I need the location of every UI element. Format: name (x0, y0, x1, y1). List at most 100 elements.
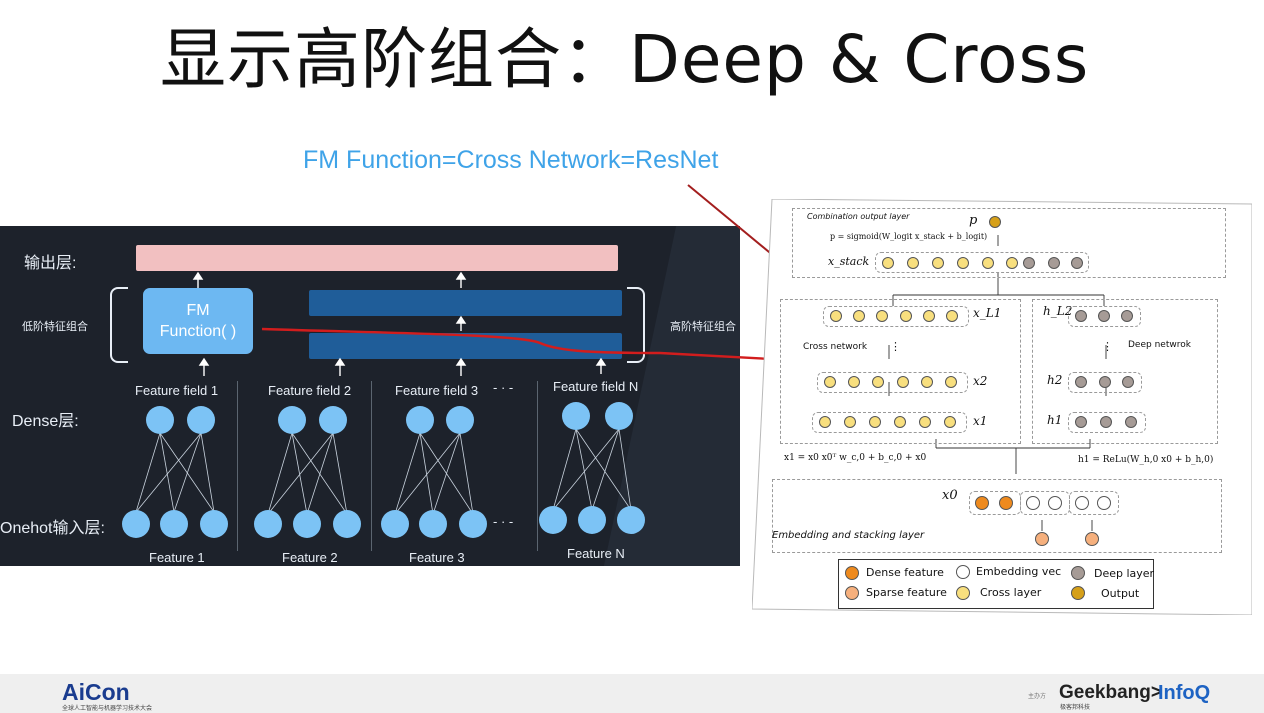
deep-layer-node (1099, 376, 1111, 388)
cross-layer-node (982, 257, 994, 269)
fm-function-box: FM Function( ) (143, 288, 253, 354)
cross-dots: ⋮ (890, 340, 901, 353)
cross-layer-node (819, 416, 831, 428)
left-diagram-panel: 输出层: 低阶特征组合 FM Function( ) 高阶特征组合 Dense层… (0, 226, 740, 566)
x-L1-label: x_L1 (973, 306, 1002, 320)
cross-layer-2 (817, 372, 968, 393)
infoq-logo: InfoQ (1158, 682, 1211, 704)
cross-layer-node (869, 416, 881, 428)
cross-layer-node (945, 376, 957, 388)
h1-formula: h1 = ReLu(W_h,0 x0 + b_h,0) (1078, 455, 1214, 465)
embedding-vec-node (1048, 496, 1062, 510)
cross-layer-node (907, 257, 919, 269)
host-label: 主办方 (1028, 693, 1047, 700)
feature-field-label: Feature field 1 (135, 383, 219, 398)
deep-layer-node (1071, 257, 1083, 269)
legend-label: Cross layer (980, 586, 1042, 599)
cross-layer-node (919, 416, 931, 428)
cross-layer-node (946, 310, 958, 322)
cross-layer-node (894, 416, 906, 428)
cross-layer-node (844, 416, 856, 428)
embedding-stacking-layer (772, 479, 1222, 553)
embedding-vec-node (1026, 496, 1040, 510)
h2-label: h2 (1047, 373, 1063, 387)
feature-field-label: Feature field 3 (395, 383, 479, 398)
feature-field-label: Feature field 2 (268, 383, 352, 398)
deep-layer-node (1125, 416, 1137, 428)
legend-output-icon (1071, 586, 1085, 600)
cross-layer-node (824, 376, 836, 388)
fm-box-line2: Function( ) (159, 323, 237, 340)
legend-dense-icon (845, 566, 859, 580)
x0-label: x0 (942, 488, 958, 503)
fm-box-line1: FM (186, 302, 210, 319)
cross-network-box (780, 299, 1021, 444)
sparse-feature-node (1085, 532, 1099, 546)
deep-cross-diagram: Combination output layer p p = sigmoid(W… (752, 199, 1252, 615)
x1-label: x1 (973, 414, 988, 428)
ellipsis-label: - · - (493, 380, 514, 395)
h-L2-label: h_L2 (1043, 304, 1073, 318)
cross-layer-node (876, 310, 888, 322)
onehot-node (419, 510, 447, 538)
feature-field-label: Feature field N (553, 379, 639, 394)
x1-formula: x1 = x0 x0ᵀ w_c,0 + b_c,0 + x0 (784, 453, 927, 463)
cross-layer-node (1006, 257, 1018, 269)
dense-node (446, 406, 474, 434)
geekbang-logo: Geekbang> (1059, 682, 1162, 703)
field-divider (371, 381, 372, 551)
field-divider (237, 381, 238, 551)
dense-node (605, 402, 633, 430)
feature-label: Feature 3 (409, 550, 465, 565)
dense-node (562, 402, 590, 430)
dense-node (187, 406, 215, 434)
sparse-feature-node (1035, 532, 1049, 546)
legend-sparse-icon (845, 586, 859, 600)
h1-label: h1 (1047, 413, 1063, 427)
feature-label: Feature 2 (282, 550, 338, 565)
combination-output-layer (792, 208, 1226, 278)
onehot-layer-label: Onehot输入层: (0, 520, 105, 537)
diagram-frame (752, 199, 1252, 615)
x2-label: x2 (973, 374, 988, 388)
footer-bar (0, 674, 1264, 713)
legend-label: Sparse feature (866, 586, 947, 599)
low-order-label: 低阶特征组合 (22, 321, 88, 333)
aicon-logo: AiCon (62, 679, 130, 705)
cross-layer-node (957, 257, 969, 269)
deep-layer-node (1075, 416, 1087, 428)
aicon-subtitle: 全球人工智能与机器学习技术大会 (62, 705, 153, 712)
feature-label: Feature N (567, 546, 625, 561)
cross-layer-L1 (823, 306, 969, 327)
deep-layer-node (1121, 310, 1133, 322)
legend-label: Embedding vec (976, 565, 1062, 578)
cross-layer-node (923, 310, 935, 322)
low-order-brace (110, 287, 128, 363)
dense-layer-label: Dense层: (12, 413, 79, 430)
cross-layer-node (853, 310, 865, 322)
onehot-node (459, 510, 487, 538)
onehot-node (617, 506, 645, 534)
embedding-group (1069, 491, 1119, 515)
cross-layer-1 (812, 412, 967, 433)
deep-layer-node (1075, 310, 1087, 322)
legend-label: Output (1101, 587, 1140, 600)
legend-label: Deep layer (1094, 567, 1155, 580)
x-stack-vector (875, 252, 1089, 273)
deep-layer-2 (1068, 372, 1142, 393)
high-order-bar-top (309, 290, 622, 316)
dense-feature-node (975, 496, 989, 510)
legend-embedding-icon (956, 565, 970, 579)
cross-layer-node (872, 376, 884, 388)
onehot-node (160, 510, 188, 538)
deep-layer-node (1098, 310, 1110, 322)
deep-layer-node (1075, 376, 1087, 388)
legend-label: Dense feature (866, 566, 944, 579)
cross-layer-node (944, 416, 956, 428)
dense-node (278, 406, 306, 434)
cross-network-label: Cross network (803, 342, 868, 352)
deep-network-box (1032, 299, 1218, 444)
onehot-node (293, 510, 321, 538)
deep-layer-node (1122, 376, 1134, 388)
onehot-node (539, 506, 567, 534)
